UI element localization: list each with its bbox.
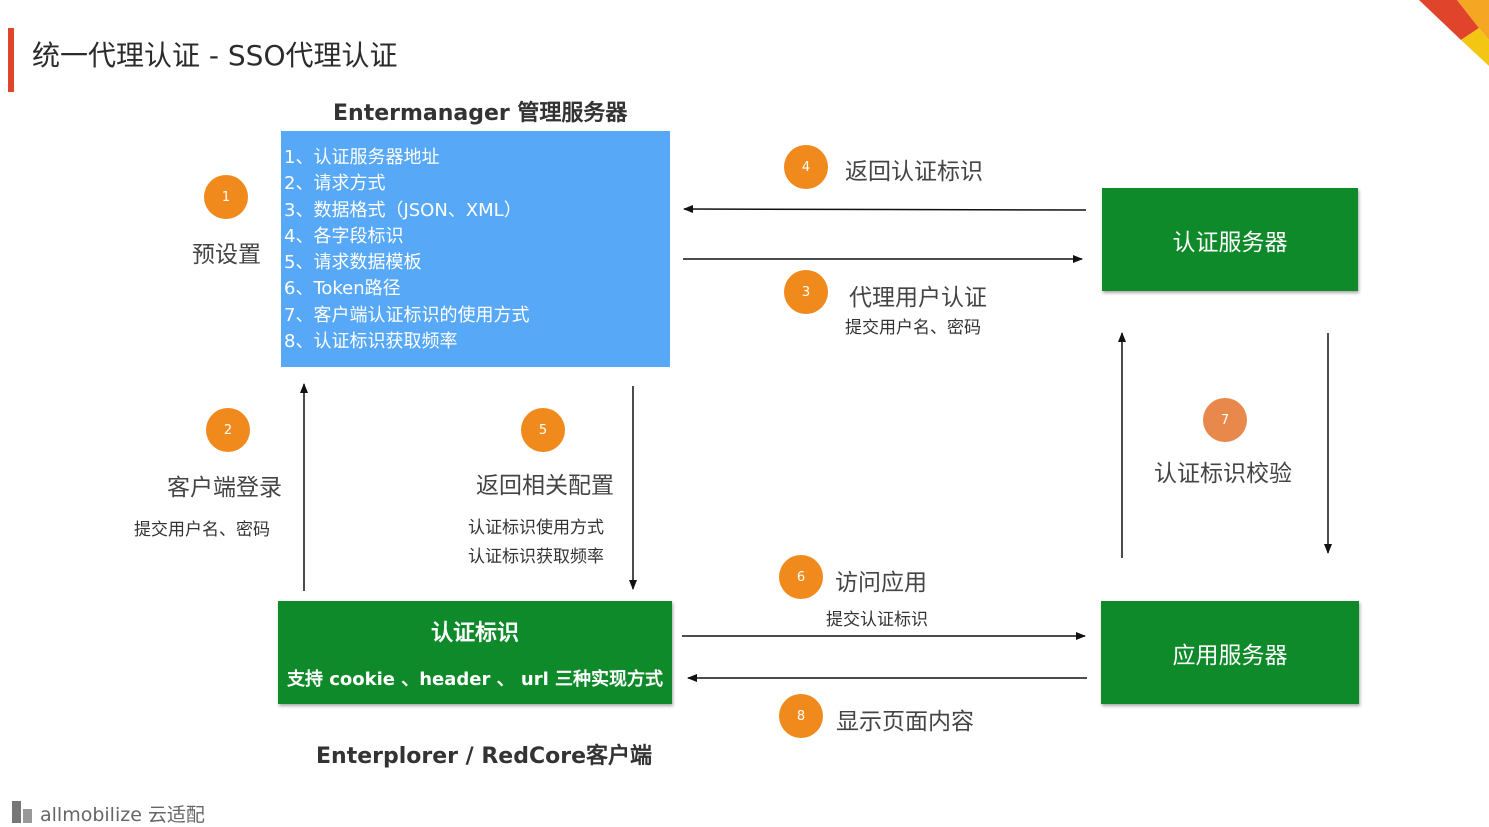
allmobilize-logo-icon [12,801,32,823]
app-server-box: 应用服务器 [1101,601,1359,704]
step-5-label: 返回相关配置 [476,473,614,499]
step-badge-8: 8 [779,694,823,738]
server-title: Entermanager 管理服务器 [333,101,628,126]
client-token-subtitle: 支持 cookie 、header 、 url 三种实现方式 [286,668,664,690]
step-3-label: 代理用户认证 [849,285,987,311]
step-5-detail-1: 认证标识使用方式 [468,518,604,538]
step-5-detail-2: 认证标识获取频率 [468,547,604,567]
config-item: 1、认证服务器地址 [284,147,440,168]
client-title: Enterplorer / RedCore客户端 [316,744,652,769]
corner-decoration [1419,0,1489,66]
step-badge-7: 7 [1203,398,1247,442]
config-item: 6、Token路径 [284,278,401,300]
arrow-return-token [683,205,1087,214]
step-2-detail: 提交用户名、密码 [134,520,270,540]
step-badge-6: 6 [779,555,823,599]
step-badge-2: 2 [206,408,250,452]
step-6-label: 访问应用 [835,570,927,596]
config-item: 2、请求方式 [284,173,386,195]
config-item: 3、数据格式（JSON、XML） [284,199,522,221]
auth-server-label: 认证服务器 [1172,229,1288,256]
step-badge-4: 4 [784,145,828,189]
auth-server-box: 认证服务器 [1102,188,1358,291]
brand-logo-text: allmobilize 云适配 [40,804,205,826]
step-badge-5: 5 [521,408,565,452]
step-6-detail: 提交认证标识 [826,610,928,630]
step-3-detail: 提交用户名、密码 [845,318,981,338]
config-item: 8、认证标识获取频率 [284,331,458,353]
step-badge-3: 3 [784,270,828,314]
client-token-box: 认证标识 支持 cookie 、header 、 url 三种实现方式 [278,601,672,704]
page-title: 统一代理认证 - SSO代理认证 [32,39,398,72]
config-item: 5、请求数据模板 [284,252,422,274]
app-server-label: 应用服务器 [1172,642,1288,669]
config-item: 7、客户端认证标识的使用方式 [284,304,530,326]
step-8-label: 显示页面内容 [836,709,974,735]
step-badge-1: 1 [204,175,248,219]
step-7-label: 认证标识校验 [1154,461,1292,487]
config-item: 4、各字段标识 [284,225,404,247]
step-4-label: 返回认证标识 [845,159,983,185]
config-box: 1、认证服务器地址 2、请求方式 3、数据格式（JSON、XML） 4、各字段标… [281,131,670,367]
step-1-label: 预设置 [192,242,261,268]
title-accent-bar [8,28,14,92]
client-token-title: 认证标识 [430,620,519,646]
step-2-label: 客户端登录 [167,475,282,501]
